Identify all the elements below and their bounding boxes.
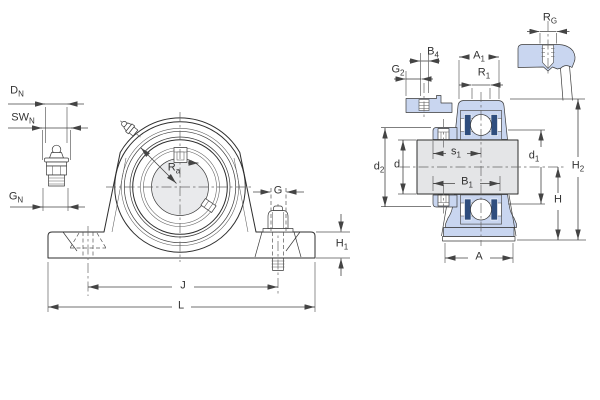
dim-label-b4: B4 [427,45,439,60]
grease-thread-detail [517,21,576,101]
dim-label-d2: d2 [373,160,385,175]
dim-label-h1: H1 [335,237,349,252]
dim-label-h: H [554,193,562,206]
inner-ring-set-screw-top [173,147,188,163]
dim-label-r1: R1 [477,66,491,81]
centerlines-section [400,92,566,246]
dim-label-d1: d1 [528,149,540,164]
dim-label-dn: DN [10,84,24,99]
dim-label-rg: RG [542,11,558,26]
left-foot-bolt-hole [69,232,107,258]
dimensions-section [382,28,581,261]
dimensions-front [8,101,344,310]
dim-label-d: d [393,158,401,171]
dim-label-s1: s1 [451,145,461,160]
dim-label-j: J [180,279,186,292]
dim-label-ra: Ra [167,161,181,176]
base-plate [443,227,515,237]
centerlines-front [87,112,279,296]
base-plate-lip [442,236,516,242]
dim-label-g2: G2 [391,63,405,78]
cap-detail [405,83,453,120]
grease-nipple-detail [44,144,69,187]
dim-label-h2: H2 [571,159,585,174]
housing-grease-nipple [120,120,141,138]
inner-ring-set-screw-side [200,198,217,213]
dim-label-l: L [177,299,185,312]
dim-label-gn: GN [8,190,24,205]
extension-lines-front [42,107,350,312]
foundation-bolt [254,205,302,271]
dim-label-b1: B1 [461,175,473,190]
section-view [381,21,586,263]
dim-label-g: G [273,184,283,197]
front-view [8,101,350,312]
dim-label-a: A [475,250,483,263]
dim-label-a1: A1 [473,49,485,64]
dim-label-swn: SWN [11,111,35,126]
